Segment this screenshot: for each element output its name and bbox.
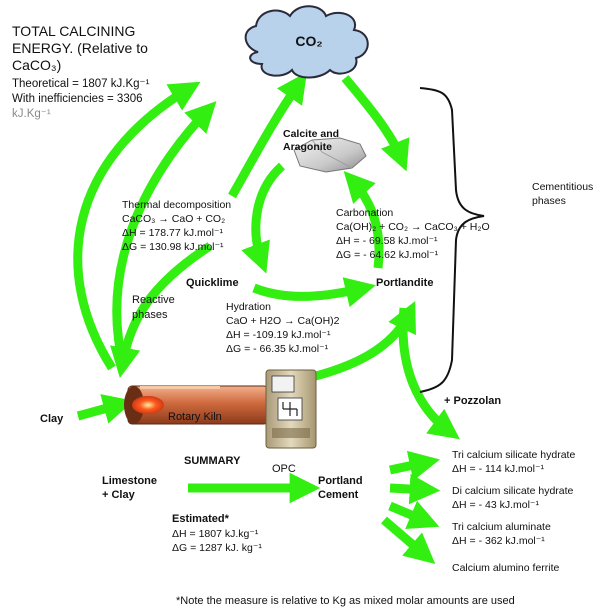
hydration-equation: CaO + H2O → Ca(OH)2 (226, 315, 340, 327)
thermal-equation: CaCO₃ → CaO + CO₂ (122, 213, 225, 225)
portland-cement-line1: Portland (318, 475, 363, 487)
hydration-dg: ΔG = - 66.35 kJ.mol⁻¹ (226, 343, 329, 355)
arrow-quicklime-to-kiln (110, 242, 213, 379)
product-dh: ΔH = - 114 kJ.mol⁻¹ (452, 463, 545, 475)
reactive-line2: phases (132, 309, 168, 321)
carbonation-equation: Ca(OH)₂ + CO₂ → CaCO₃ + H₂O (336, 221, 490, 233)
co2-cloud-icon (244, 5, 369, 79)
cementitious-line2: phases (532, 195, 566, 207)
arrow-clay-to-kiln (76, 394, 134, 424)
product-name: Tri calcium silicate hydrate (452, 449, 575, 461)
arrow-kiln-to-co2-outer (73, 81, 201, 371)
arrow-calcite-to-quicklime (241, 162, 286, 274)
estimated-dg: ΔG = 1287 kJ. kg⁻¹ (172, 542, 262, 554)
product-dh: ΔH = - 362 kJ.mol⁻¹ (452, 535, 545, 547)
carbonation-title: Carbonation (336, 207, 393, 219)
product-dh: ΔH = - 43 kJ.mol⁻¹ (452, 499, 539, 511)
rotary-kiln-label: Rotary Kiln (168, 411, 222, 423)
calcite-rock-icon (293, 137, 367, 173)
energy-inefficiencies: With inefficiencies = 3306 (12, 93, 143, 105)
arrow-portlandite-to-calcite (343, 170, 384, 269)
arrow-cement-to-product-2 (389, 473, 441, 505)
opc-label: OPC (272, 463, 296, 475)
product-name: Di calcium silicate hydrate (452, 485, 574, 497)
calcite-label-line1: Calcite and (283, 128, 339, 140)
portland-cement-line2: Cement (318, 489, 359, 501)
energy-title-line1: TOTAL CALCINING (12, 23, 135, 39)
arrow-kiln-to-co2-inner (112, 101, 217, 370)
arrow-cement-to-product-3 (388, 500, 440, 529)
calcite-label-line2: Aragonite (283, 141, 332, 153)
quicklime-label: Quicklime (186, 277, 239, 289)
estimated-title: Estimated* (172, 513, 230, 525)
energy-cutoff-line: kJ.Kg⁻¹ (12, 108, 51, 120)
thermal-dh: ΔH = 178.77 kJ.mol⁻¹ (122, 227, 223, 239)
pozzolan-label: + Pozzolan (444, 395, 501, 407)
carbonation-dh: ΔH = - 69.58 kJ.mol⁻¹ (336, 235, 438, 247)
limestone-line1: Limestone (102, 475, 157, 487)
clay-label: Clay (40, 413, 64, 425)
estimated-dh: ΔH = 1807 kJ.kg⁻¹ (172, 528, 259, 540)
arrow-cement-to-product-4 (381, 516, 436, 564)
cement-bag-icon (265, 369, 317, 449)
arrow-co2-to-carbonation (341, 75, 410, 172)
product-name: Calcium alumino ferrite (452, 562, 560, 574)
arrow-portlandite-to-products (398, 307, 460, 440)
cementitious-brace (419, 87, 485, 393)
arrow-cement-to-product-1 (389, 450, 440, 481)
thermal-dg: ΔG = 130.98 kJ.mol⁻¹ (122, 241, 224, 253)
arrow-quicklime-to-portlandite (252, 277, 376, 308)
hydration-title: Hydration (226, 301, 271, 313)
footnote: *Note the measure is relative to Kg as m… (176, 595, 515, 607)
carbonation-dg: ΔG = - 64.62 kJ.mol⁻¹ (336, 249, 439, 261)
summary-label: SUMMARY (184, 455, 241, 467)
energy-title-line2: ENERGY. (Relative to (12, 40, 148, 56)
portlandite-label: Portlandite (376, 277, 433, 289)
energy-theoretical: Theoretical = 1807 kJ.Kg⁻¹ (12, 78, 150, 90)
arrow-decomp-to-co2 (228, 71, 307, 199)
co2-label: CO₂ (295, 33, 322, 49)
energy-title-line3: CaCO₃) (12, 57, 61, 73)
limestone-line2: + Clay (102, 489, 136, 501)
reactive-line1: Reactive (132, 294, 175, 306)
product-name: Tri calcium aluminate (452, 521, 551, 533)
thermal-title: Thermal decomposition (122, 199, 231, 211)
hydration-dh: ΔH = -109.19 kJ.mol⁻¹ (226, 329, 331, 341)
cementitious-line1: Cementitious (532, 181, 593, 193)
